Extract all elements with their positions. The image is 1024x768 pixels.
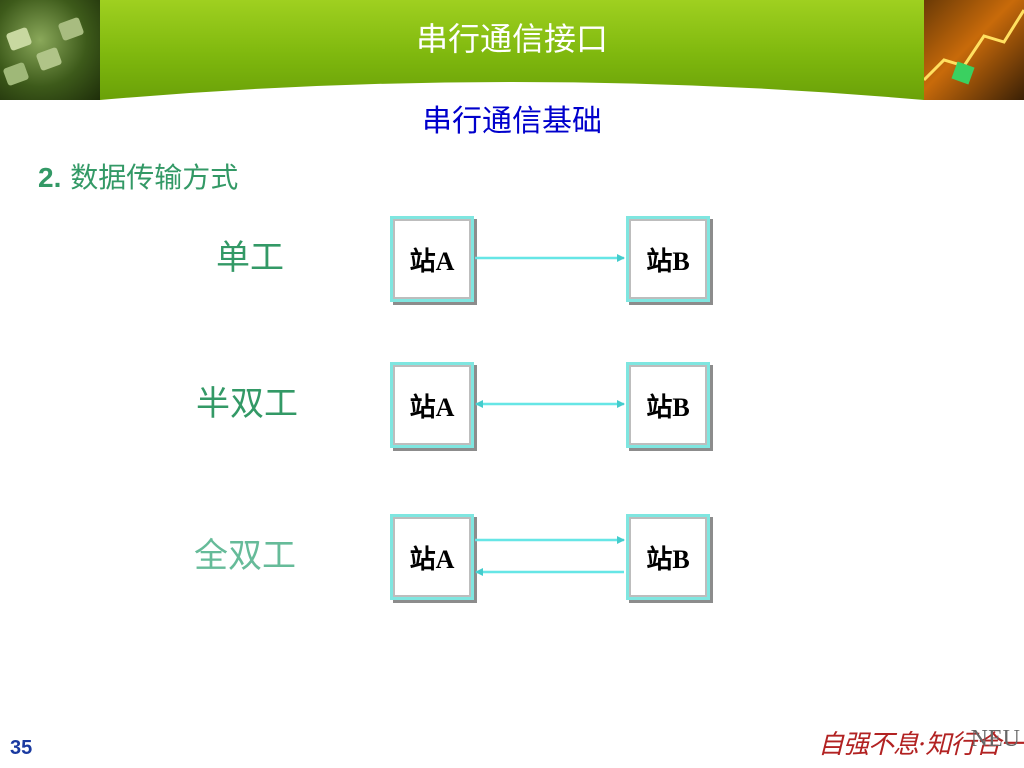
mode-label-simplex: 单工: [216, 238, 284, 278]
station-b-box-simplex: 站B: [626, 216, 710, 302]
logo-motto: 自强不息·知行合一: [818, 730, 1024, 760]
mode-label-half-duplex: 半双工: [196, 384, 298, 424]
slide-subtitle: 串行通信基础: [422, 104, 602, 139]
station-a-label: 站A: [409, 247, 455, 276]
station-a-label: 站A: [409, 545, 455, 574]
station-a-box-full-duplex: 站A: [390, 514, 474, 600]
station-a-box-simplex: 站A: [390, 216, 474, 302]
point-text: 数据传输方式: [70, 161, 239, 194]
keyboard-photo-icon: [0, 0, 100, 100]
station-a-box-half-duplex: 站A: [390, 362, 474, 448]
station-b-label: 站B: [646, 247, 690, 276]
page-number: 35: [10, 737, 33, 759]
growth-chart-photo-icon: [924, 0, 1024, 100]
mode-label-full-duplex: 全双工: [194, 536, 296, 576]
section-point: 2. 数据传输方式: [38, 156, 238, 196]
logo-abbr: NEU: [970, 726, 1020, 752]
station-b-label: 站B: [646, 545, 690, 574]
university-motto-logo: 自强不息·知行合一 NEU: [818, 718, 1024, 768]
slide-title: 串行通信接口: [415, 20, 608, 58]
station-b-box-full-duplex: 站B: [626, 514, 710, 600]
station-b-label: 站B: [646, 393, 690, 422]
header-white-curve: [100, 82, 924, 110]
station-a-label: 站A: [409, 393, 455, 422]
point-number: 2.: [38, 162, 62, 193]
station-b-box-half-duplex: 站B: [626, 362, 710, 448]
